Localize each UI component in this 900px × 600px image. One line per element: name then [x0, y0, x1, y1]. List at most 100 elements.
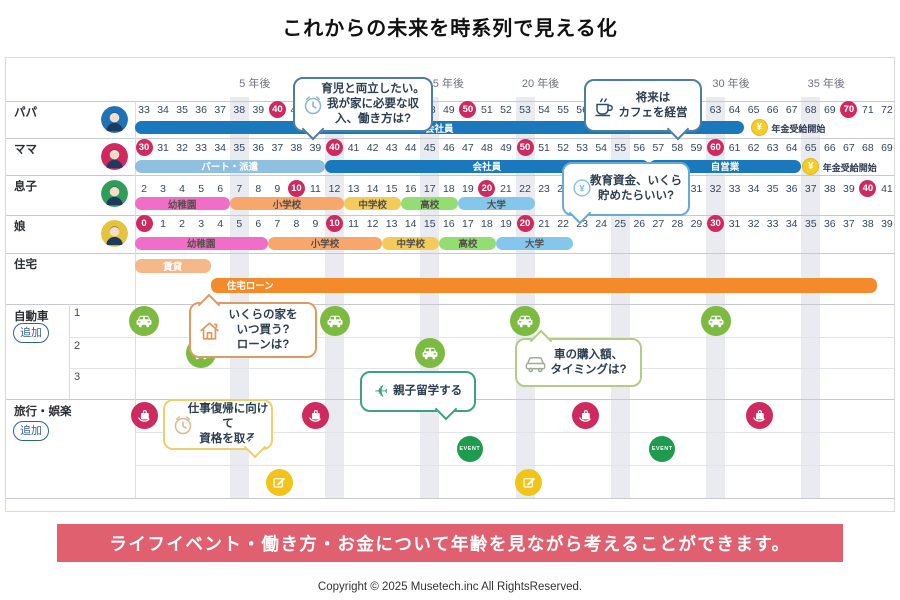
copyright: Copyright © 2025 Musetech.inc All Rights… [317, 581, 583, 593]
age-number: 18 [442, 182, 455, 195]
travel-icon[interactable] [745, 402, 773, 429]
age-number: 49 [500, 141, 512, 154]
speech-bubble-education-fund[interactable]: ¥ 教育資金、いくら 貯めたらいい? [562, 162, 690, 225]
age-number: 67 [785, 104, 798, 116]
age-number: 29 [690, 218, 703, 230]
leisure-subrow-divider [134, 432, 894, 433]
age-number: 11 [348, 218, 359, 230]
age-number: 19 [500, 218, 512, 230]
age-number: 22 [519, 182, 531, 195]
speech-bubble-childcare-plan[interactable]: 育児と両立したい。 我が家に必要な収 入、働き方は? [293, 77, 433, 141]
age-number: 72 [881, 104, 893, 116]
travel-icon[interactable] [301, 402, 329, 429]
age-number: 65 [747, 104, 760, 116]
age-milestone: 20 [516, 215, 534, 232]
age-milestone: 50 [516, 138, 534, 156]
bubble-text: 教育資金、いくら 貯めたらいい? [590, 175, 682, 202]
age-number: 6 [217, 182, 224, 195]
speech-bubble-qualification[interactable]: 仕事復帰に向けて 資格を取る [163, 399, 273, 459]
age-number: 65 [804, 141, 817, 154]
speech-bubble-study-abroad[interactable]: ✈ 親子留学する [360, 371, 476, 421]
car-icon[interactable] [319, 305, 350, 336]
age-number: 4 [179, 182, 186, 195]
age-number: 45 [423, 141, 436, 154]
age-number: 52 [500, 104, 512, 116]
edit-icon[interactable] [515, 468, 543, 496]
age-number: 56 [576, 104, 588, 116]
section-label-leisure: 旅行・娯楽 [14, 406, 72, 418]
car-icon[interactable] [700, 305, 731, 336]
age-number: 35 [176, 104, 188, 116]
age-number: 37 [843, 218, 855, 230]
age-number: 68 [862, 141, 874, 154]
speech-bubble-car-purchase[interactable]: 車の購入額、 タイミングは? [515, 329, 642, 387]
age-number: 38 [290, 141, 303, 154]
edit-icon[interactable] [265, 468, 293, 496]
member-label-son: 息子 [14, 181, 37, 193]
five-year-stripe [706, 97, 725, 498]
event-button[interactable]: EVENT [649, 435, 676, 462]
car-icon[interactable] [129, 305, 160, 336]
age-number: 7 [274, 218, 281, 230]
pension-start-label: 年金受給開始 [771, 124, 826, 134]
age-number: 4 [217, 218, 224, 230]
age-number: 23 [576, 218, 588, 230]
age-number: 63 [709, 104, 722, 116]
age-number: 32 [747, 218, 760, 230]
age-number: 21 [500, 182, 512, 195]
travel-icon[interactable] [572, 402, 600, 429]
age-number: 31 [157, 141, 169, 154]
speech-bubble-cafe-dream[interactable]: 将来は カフェを経営 [584, 79, 702, 141]
age-number: 43 [385, 141, 398, 154]
car-row-number: 1 [74, 307, 81, 319]
row-divider [6, 175, 894, 176]
daughter-bar: 大学 [496, 236, 573, 250]
speech-bubble-house-purchase[interactable]: いくらの家を いつ買う? ローンは? [189, 293, 317, 358]
age-number: 41 [881, 182, 893, 195]
age-milestone: 30 [707, 215, 725, 232]
age-number: 32 [176, 141, 188, 154]
age-number: 15 [385, 182, 398, 195]
age-number: 16 [404, 182, 417, 195]
age-number: 58 [671, 141, 684, 154]
age-number: 36 [823, 218, 836, 230]
pension-coin-icon: ¥ [802, 157, 820, 175]
row-divider [6, 215, 894, 216]
car-icon[interactable] [510, 305, 541, 336]
age-number: 34 [214, 141, 227, 154]
event-button[interactable]: EVENT [456, 435, 483, 462]
daughter-bar: 中学校 [382, 236, 440, 250]
car-subrow-divider [69, 368, 894, 369]
age-number: 53 [576, 141, 588, 154]
age-number: 62 [747, 141, 760, 154]
mortgage-bar: 住宅ローン [210, 277, 878, 293]
age-number: 42 [366, 141, 379, 154]
age-number: 17 [423, 182, 436, 195]
age-number: 37 [271, 141, 284, 154]
age-number: 36 [785, 182, 798, 195]
year-marker: 30 年後 [712, 78, 750, 90]
clock-icon [171, 413, 195, 437]
age-number: 36 [195, 104, 207, 116]
grid-left-border [134, 101, 136, 498]
avatar-mama [101, 143, 128, 170]
son-bar: 高校 [401, 197, 459, 210]
age-number: 27 [652, 218, 665, 230]
age-number: 8 [255, 182, 262, 195]
member-label-mama: ママ [14, 144, 37, 156]
age-number: 35 [233, 141, 246, 154]
svg-text:¥: ¥ [579, 184, 585, 195]
car-icon[interactable] [414, 337, 445, 368]
pension-coin-icon: ¥ [750, 119, 768, 136]
age-number: 55 [557, 104, 569, 116]
age-number: 5 [198, 182, 205, 195]
age-milestone: 70 [840, 101, 858, 118]
year-marker: 35 年後 [807, 78, 845, 90]
add-car-button[interactable]: 追加 [13, 323, 49, 343]
age-number: 54 [595, 141, 608, 154]
age-number: 1 [160, 218, 166, 230]
age-number: 71 [862, 104, 874, 116]
travel-icon[interactable] [130, 402, 158, 429]
add-leisure-button[interactable]: 追加 [13, 421, 49, 441]
age-number: 34 [785, 218, 798, 230]
